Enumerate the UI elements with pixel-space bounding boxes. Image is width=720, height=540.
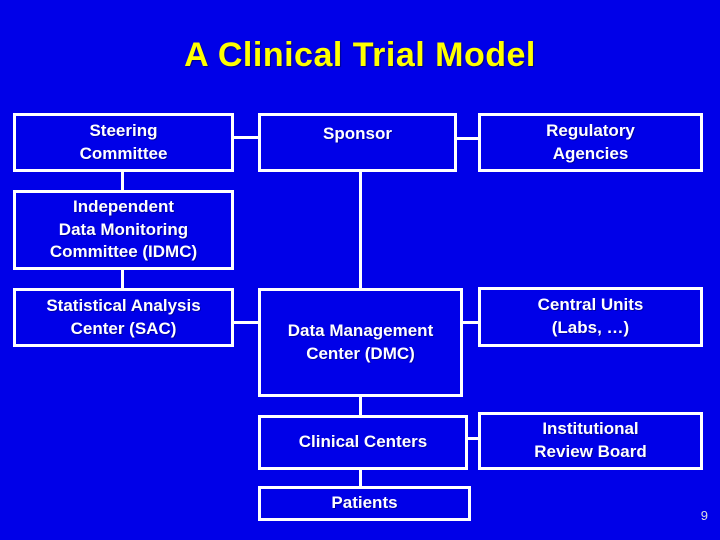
node-independent-data-monitoring-committee: Independent Data Monitoring Committee (I…	[13, 190, 234, 270]
connector-steering-sponsor	[234, 136, 258, 139]
node-data-management-center: Data Management Center (DMC)	[258, 288, 463, 397]
connector-sponsor-regulatory	[457, 137, 478, 140]
connector-idmc-sac	[121, 270, 124, 288]
connector-sac-dmc	[234, 321, 258, 324]
node-clinical-centers: Clinical Centers	[258, 415, 468, 470]
node-central-units: Central Units (Labs, …)	[478, 287, 703, 347]
slide-title: A Clinical Trial Model	[184, 36, 536, 74]
page-number: 9	[700, 508, 708, 523]
connector-sponsor-dmc	[359, 172, 362, 288]
node-steering-committee: Steering Committee	[13, 113, 234, 172]
connector-steering-idmc	[121, 172, 124, 190]
node-statistical-analysis-center: Statistical Analysis Center (SAC)	[13, 288, 234, 347]
node-regulatory-agencies: Regulatory Agencies	[478, 113, 703, 172]
connector-clinical-centers-irb	[468, 437, 478, 440]
connector-dmc-clinical-centers	[359, 397, 362, 415]
node-sponsor: Sponsor	[258, 113, 457, 172]
connector-clinical-centers-patients	[359, 470, 362, 486]
node-institutional-review-board: Institutional Review Board	[478, 412, 703, 470]
node-patients: Patients	[258, 486, 471, 521]
connector-dmc-central-units	[463, 321, 478, 324]
